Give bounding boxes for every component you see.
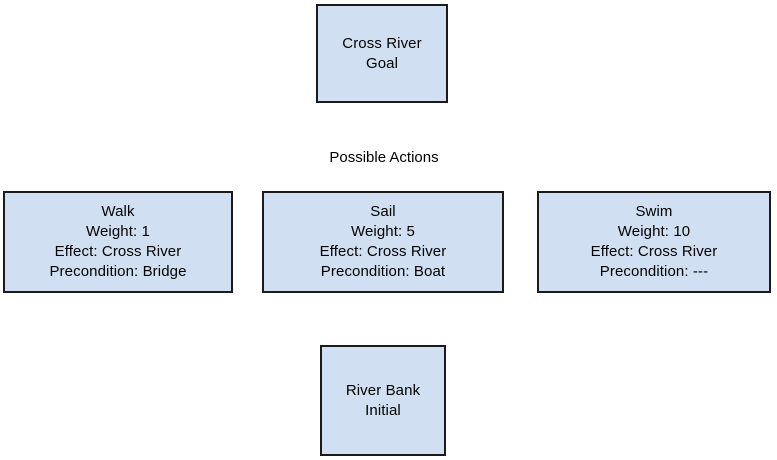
goal-node-name: Cross River bbox=[342, 34, 422, 52]
goal-node[interactable]: Cross River Goal bbox=[316, 4, 448, 103]
action-effect: Effect: Cross River bbox=[590, 243, 718, 260]
initial-state-node[interactable]: River Bank Initial bbox=[320, 345, 446, 456]
possible-actions-label: Possible Actions bbox=[329, 149, 439, 166]
action-name: Sail bbox=[370, 203, 396, 220]
action-weight: Weight: 10 bbox=[617, 223, 691, 240]
action-effect: Effect: Cross River bbox=[319, 243, 447, 260]
action-node-sail[interactable]: Sail Weight: 5 Effect: Cross River Preco… bbox=[262, 191, 504, 293]
action-precondition: Precondition: Boat bbox=[320, 263, 446, 280]
action-name: Walk bbox=[101, 203, 135, 220]
action-node-swim[interactable]: Swim Weight: 10 Effect: Cross River Prec… bbox=[537, 191, 771, 293]
action-name: Swim bbox=[635, 203, 673, 220]
action-effect: Effect: Cross River bbox=[54, 243, 182, 260]
action-precondition: Precondition: --- bbox=[599, 263, 709, 280]
action-weight: Weight: 1 bbox=[86, 223, 150, 240]
action-node-walk[interactable]: Walk Weight: 1 Effect: Cross River Preco… bbox=[3, 191, 233, 293]
goal-node-type: Goal bbox=[365, 54, 399, 72]
initial-node-name: River Bank bbox=[345, 381, 421, 399]
action-precondition: Precondition: Bridge bbox=[49, 263, 187, 280]
initial-node-type: Initial bbox=[365, 401, 401, 419]
action-weight: Weight: 5 bbox=[351, 223, 415, 240]
